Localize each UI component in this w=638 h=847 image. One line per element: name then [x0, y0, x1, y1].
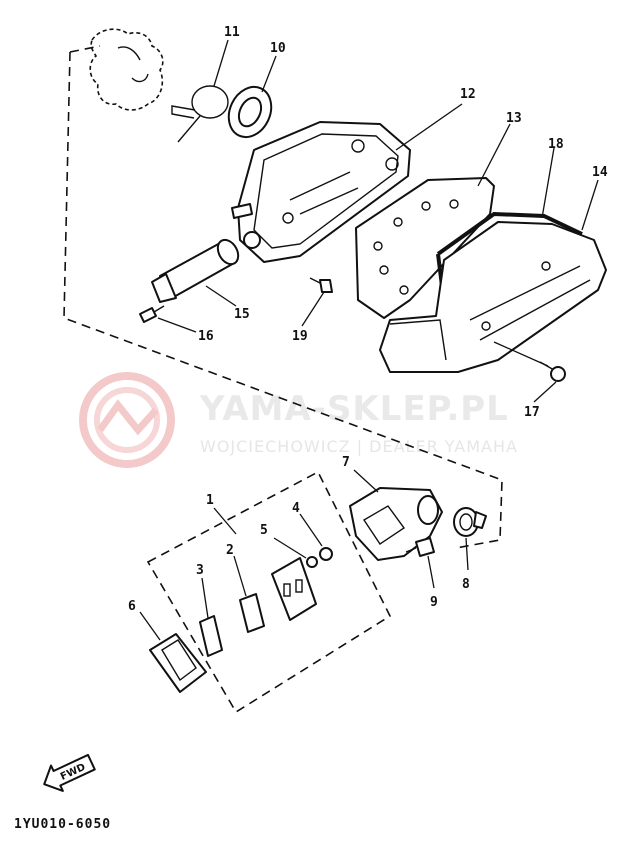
callout-17: 17 [524, 405, 540, 420]
air-filter-element-part [355, 177, 495, 319]
callout-15: 15 [234, 307, 250, 322]
reed-valve-plate-part [271, 557, 317, 621]
watermark-dealer: WOJCIECHOWICZ | DEALER YAMAHA [200, 437, 518, 456]
callout-1: 1 [206, 493, 214, 508]
screw-19-part [309, 277, 333, 293]
leader-16 [157, 317, 197, 333]
leader-18 [541, 147, 555, 219]
leader-12 [395, 103, 463, 151]
callout-19: 19 [292, 329, 308, 344]
washer-part [306, 556, 318, 568]
leader-4 [299, 513, 323, 547]
reed-2-part [239, 593, 265, 633]
callout-11: 11 [224, 25, 240, 40]
leader-6 [139, 611, 161, 641]
callout-18: 18 [548, 137, 564, 152]
screw-16-part [139, 305, 165, 323]
leader-9 [427, 555, 435, 589]
leader-1 [213, 507, 237, 535]
bolt-9-part [405, 537, 435, 557]
leader-11 [213, 39, 229, 87]
leader-10 [261, 55, 277, 93]
spring-clip-part [171, 85, 229, 143]
screw-17-part [539, 361, 566, 382]
callout-4: 4 [292, 501, 300, 516]
callout-3: 3 [196, 563, 204, 578]
callout-14: 14 [592, 165, 608, 180]
leader-19 [301, 291, 325, 327]
leader-8 [465, 537, 469, 571]
air-cleaner-case-part [231, 121, 411, 263]
engine-detail-line [117, 46, 149, 83]
watermark-brand: YAMA-SKLEP.PL [199, 389, 509, 429]
assembly-boundary-line [63, 45, 503, 549]
watermark-logo-icon [79, 372, 175, 468]
leader-7 [353, 469, 379, 493]
leader-5 [273, 537, 307, 559]
callout-12: 12 [460, 87, 476, 102]
callout-5: 5 [260, 523, 268, 538]
watermark: YAMA-SKLEP.PL WOJCIECHOWICZ | DEALER YAM… [79, 372, 518, 468]
callout-7: 7 [342, 455, 350, 470]
callout-13: 13 [506, 111, 522, 126]
callout-2: 2 [226, 543, 234, 558]
leader-2 [233, 555, 247, 597]
callout-9: 9 [430, 595, 438, 610]
leader-14 [581, 179, 599, 231]
leader-17 [493, 341, 557, 403]
bolt-4-part [319, 547, 333, 561]
callout-16: 16 [198, 329, 214, 344]
leader-13 [477, 123, 511, 187]
hose-clamp-part [453, 507, 487, 537]
reed-3-part [199, 615, 223, 657]
leader-3 [201, 577, 209, 619]
joint-duct-part [151, 238, 240, 303]
seal-part [227, 85, 273, 139]
gasket-part [149, 633, 207, 693]
reed-valve-box [146, 470, 392, 714]
callout-6: 6 [128, 599, 136, 614]
engine-outline [89, 28, 164, 111]
callout-10: 10 [270, 41, 286, 56]
fwd-arrow-icon: FWD [43, 753, 96, 792]
air-cleaner-cap-part [379, 221, 607, 373]
diagram-code: 1YU010-6050 [14, 817, 111, 832]
leader-15 [205, 285, 237, 307]
callout-8: 8 [462, 577, 470, 592]
